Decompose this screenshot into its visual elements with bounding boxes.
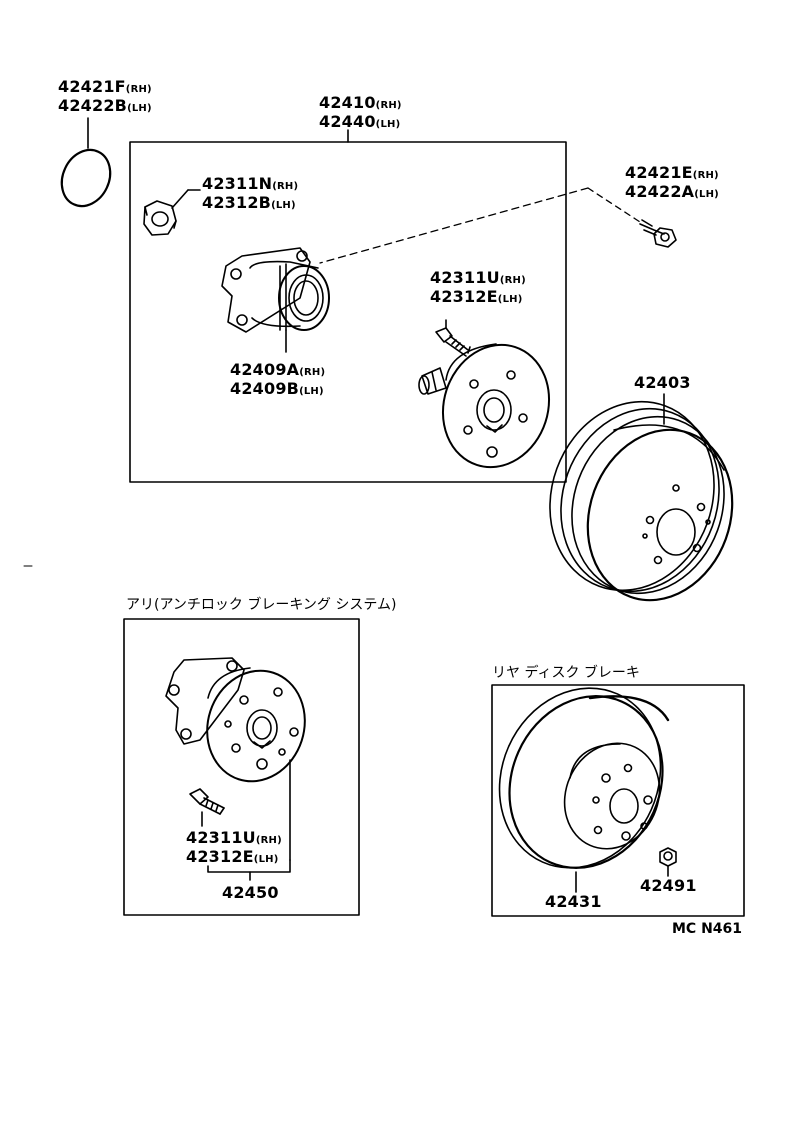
oring-num-2: 42422B — [58, 96, 128, 115]
disc-brake-frame — [491, 684, 745, 917]
diagram-code: MC N461 — [672, 921, 743, 937]
label-oring: 42421F(RH) 42422B(LH) — [58, 79, 152, 117]
disc-num: 42431 — [545, 892, 602, 911]
bolt-top-sfx-2: (LH) — [694, 189, 719, 200]
hub-flange-part — [418, 343, 551, 469]
label-hub-assy: 42410(RH) 42440(LH) — [319, 95, 402, 133]
oring-sfx-1: (RH) — [125, 84, 152, 95]
bolt-top-num-2: 42422A — [625, 182, 695, 201]
nut-num-2: 42312B — [202, 193, 272, 212]
lock-nut-part — [143, 189, 201, 236]
hub-bolt-num-2: 42312E — [430, 287, 498, 306]
caption-abs: アリ(アンチロック ブレーキング システム) — [126, 597, 397, 613]
label-bearing: 42409A(RH) 42409B(LH) — [230, 362, 325, 400]
hub-bolt-num-1: 42311U — [430, 268, 500, 287]
abs-bolt-sfx-1: (RH) — [255, 835, 282, 846]
bearing-sfx-2: (LH) — [299, 386, 324, 397]
abs-bolt-sfx-2: (LH) — [253, 854, 279, 865]
bearing-num-1: 42409A — [230, 360, 300, 379]
hub-bolt-part — [435, 319, 471, 357]
drum-num: 42403 — [634, 373, 691, 392]
abs-assy-num: 42450 — [222, 883, 279, 902]
disc-nut-part — [659, 847, 677, 877]
dashed-leader — [319, 187, 589, 264]
label-drum: 42403 — [634, 375, 691, 391]
abs-bolt-num-2: 42312E — [186, 847, 254, 866]
hub-assy-sfx-1: (RH) — [375, 100, 402, 111]
label-abs-assy: 42450 — [222, 885, 279, 901]
label-bolt-top: 42421E(RH) 42422A(LH) — [625, 165, 719, 203]
bearing-num-2: 42409B — [230, 379, 300, 398]
nut-sfx-1: (RH) — [272, 181, 299, 192]
label-abs-bolt: 42311U(RH) 42312E(LH) — [186, 830, 282, 868]
nut-sfx-2: (LH) — [271, 200, 296, 211]
label-nut: 42311N(RH) 42312B(LH) — [202, 176, 298, 214]
label-disc-nut: 42491 — [640, 878, 697, 894]
oring-sfx-2: (LH) — [127, 103, 152, 114]
label-hub-bolt: 42311U(RH) 42312E(LH) — [430, 270, 526, 308]
disc-nut-num: 42491 — [640, 876, 697, 895]
hub-assy-num-1: 42410 — [319, 93, 376, 112]
hub-assy-sfx-2: (LH) — [375, 119, 401, 130]
disc-rotor-part — [498, 687, 670, 893]
o-ring-part — [60, 117, 112, 208]
bearing-part — [221, 247, 330, 353]
abs-frame — [123, 618, 360, 916]
label-disc: 42431 — [545, 894, 602, 910]
hub-bolt-sfx-1: (RH) — [499, 275, 526, 286]
bearing-sfx-1: (RH) — [299, 367, 326, 378]
top-bolt-part — [639, 219, 677, 248]
brake-drum-part — [549, 393, 734, 602]
caption-disc: リヤ ディスク ブレーキ — [492, 665, 640, 681]
nut-num-1: 42311N — [202, 174, 273, 193]
bolt-top-sfx-1: (RH) — [692, 170, 719, 181]
hub-assy-num-2: 42440 — [319, 112, 376, 131]
bolt-top-num-1: 42421E — [625, 163, 693, 182]
oring-num-1: 42421F — [58, 77, 126, 96]
abs-hub-part — [165, 657, 306, 861]
abs-bracket — [207, 859, 291, 873]
hub-assembly-frame — [129, 141, 567, 483]
abs-bolt-num-1: 42311U — [186, 828, 256, 847]
abs-bolt-part — [189, 788, 225, 827]
hub-bolt-sfx-2: (LH) — [497, 294, 523, 305]
